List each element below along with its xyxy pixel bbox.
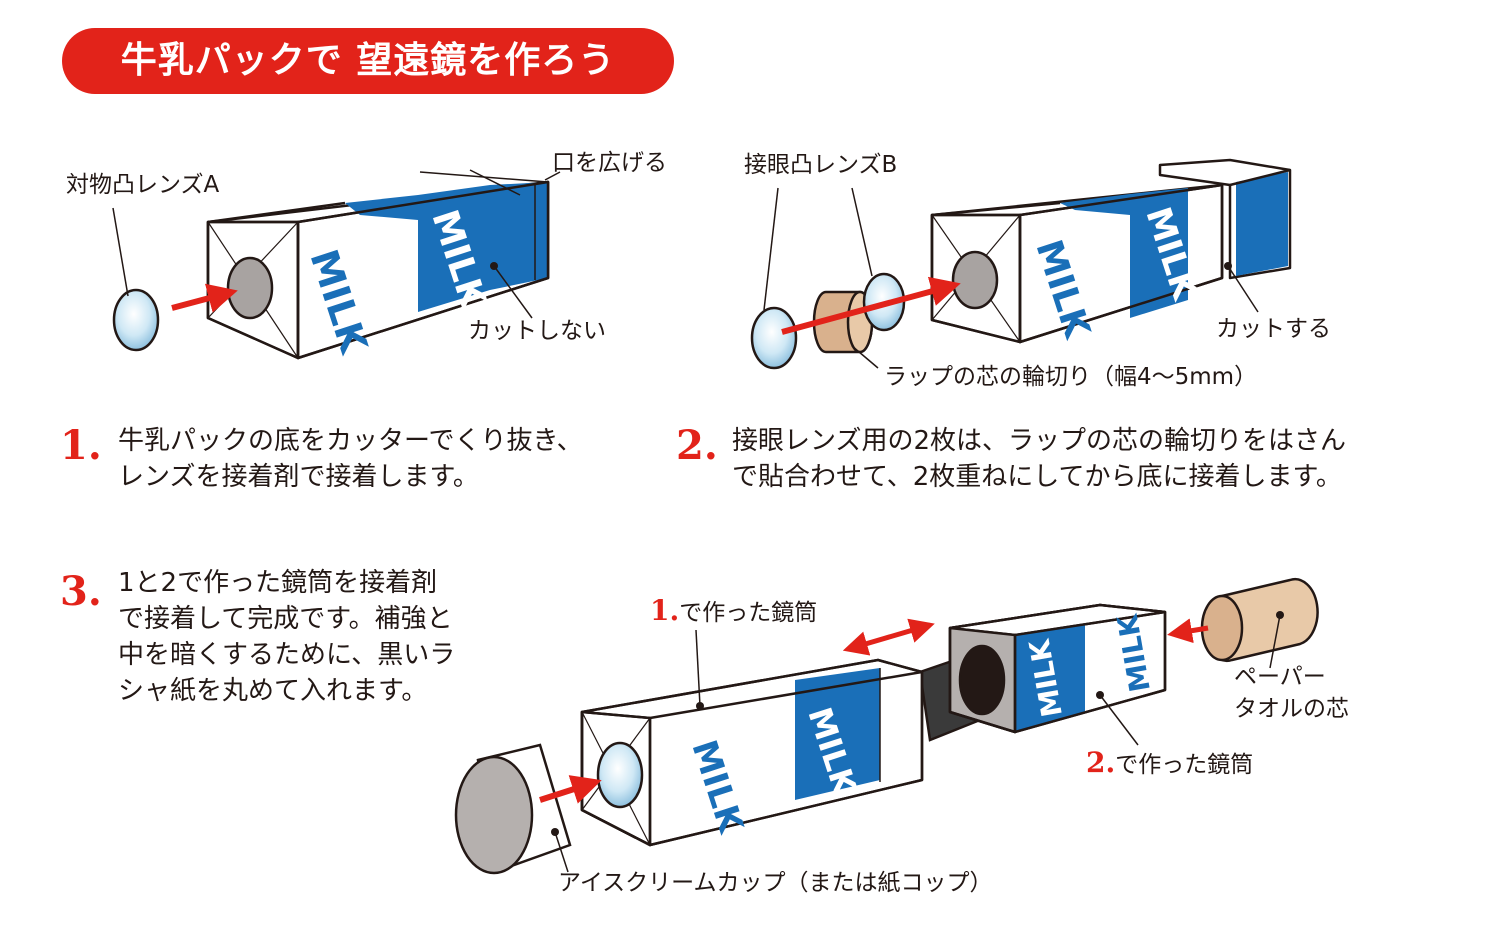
- leader-no-cut: [493, 265, 533, 319]
- arrow-lens-b: [781, 276, 961, 335]
- label-cut: カットする: [1216, 316, 1331, 342]
- label-cup: アイスクリームカップ（または紙コップ）: [558, 870, 993, 896]
- lens-a: [112, 288, 160, 352]
- page-title: 牛乳パックで 望遠鏡を作ろう: [120, 40, 616, 81]
- arrow-paper-towel: [1167, 618, 1209, 644]
- label-wrap-ring: ラップの芯の輪切り（幅4～5mm）: [884, 364, 1258, 390]
- step-2-text: 接眼レンズ用の2枚は、ラップの芯の輪切りをはさん で貼合わせて、2枚重ねにしてか…: [732, 426, 1347, 492]
- step-3-number: 3.: [60, 568, 102, 615]
- leader-open: [544, 171, 561, 181]
- leader-paper-towel: [1269, 614, 1281, 669]
- title-banner: [62, 28, 674, 94]
- label-no-cut: カットしない: [468, 318, 606, 344]
- step-1-text: 牛乳パックの底をカッターでくり抜き、 レンズを接着剤で接着します。: [118, 426, 583, 492]
- step-2-number: 2.: [676, 422, 718, 469]
- tube-2: [948, 603, 1167, 734]
- carton-2: [930, 158, 1292, 344]
- arrow-lens-a: [171, 283, 238, 313]
- label-tube-1: 1.で作った鏡筒: [650, 594, 818, 627]
- label-paper-towel-2: タオルの芯: [1234, 696, 1349, 722]
- leader-tube-2: [1099, 694, 1139, 746]
- ice-cream-cup: [454, 743, 572, 875]
- label-open-mouth: 口を広げる: [552, 150, 667, 176]
- leader-cut: [1227, 265, 1259, 313]
- leader-lens-b2: [851, 187, 873, 277]
- leader-ring: [851, 345, 879, 369]
- lens-b1: [750, 306, 798, 370]
- label-lens-b: 接眼凸レンズB: [744, 152, 898, 178]
- leader-lens-a: [112, 207, 129, 297]
- label-tube-2: 2.で作った鏡筒: [1086, 746, 1254, 779]
- step-3-text: 1と2で作った鏡筒を接着剤 で接着して完成です。補強と 中を暗くするために、黒い…: [118, 568, 456, 706]
- leader-lens-b1: [763, 187, 779, 311]
- leader-tube-1: [695, 629, 701, 707]
- arrow-cup: [539, 775, 602, 804]
- label-paper-towel-1: ペーパー: [1234, 664, 1326, 690]
- wrap-ring: [812, 290, 874, 354]
- arrow-join: [842, 618, 935, 656]
- leader-cup: [554, 831, 569, 873]
- paper-towel-tube: [1200, 577, 1319, 663]
- tube-1: [580, 658, 924, 847]
- step-1-number: 1.: [60, 422, 102, 469]
- label-lens-a: 対物凸レンズA: [66, 172, 220, 198]
